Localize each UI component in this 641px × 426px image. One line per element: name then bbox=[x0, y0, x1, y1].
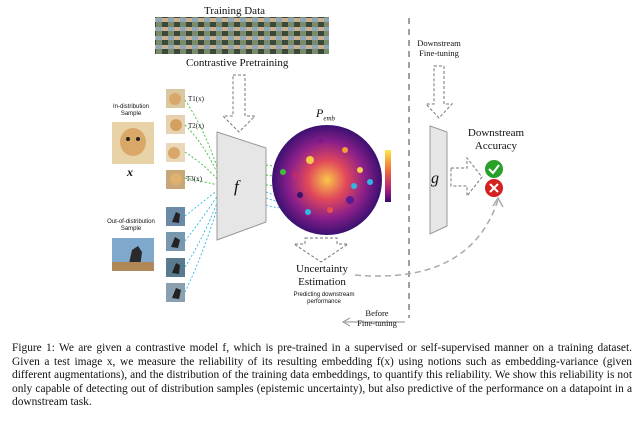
p-emb-sub: emb bbox=[323, 114, 336, 123]
t2-label: T2(x) bbox=[188, 122, 204, 130]
f-model-block bbox=[216, 131, 267, 241]
prediction-curve bbox=[354, 199, 499, 277]
before-finetuning-label: Before Fine-tuning bbox=[352, 308, 402, 328]
f-label: f bbox=[234, 177, 239, 196]
predicting-label: Predicting downstream performance bbox=[290, 292, 358, 306]
uncertainty-arrow bbox=[292, 237, 350, 263]
predicting-line-1: Predicting downstream bbox=[293, 292, 355, 298]
accuracy-arrow bbox=[450, 156, 483, 198]
in-distribution-images bbox=[112, 89, 185, 189]
accuracy-line-2: Accuracy bbox=[474, 140, 518, 152]
figure-graphics bbox=[112, 17, 504, 327]
p-emb-label: Pemb bbox=[316, 106, 335, 122]
prediction-curve-head bbox=[492, 196, 504, 208]
downstream-finetuning-label: Downstream Fine-tuning bbox=[410, 38, 468, 58]
downstream-ft-line-2: Fine-tuning bbox=[419, 48, 459, 58]
cross-icon bbox=[485, 179, 503, 197]
g-model-block bbox=[429, 125, 448, 235]
p-emb-main: P bbox=[316, 106, 324, 120]
training-data-mosaic bbox=[155, 17, 329, 54]
check-icon bbox=[485, 160, 503, 178]
uncertainty-label: Uncertainty Estimation bbox=[292, 263, 352, 289]
predicting-line-2: performance bbox=[307, 299, 341, 305]
in-distribution-line-1: In-distribution bbox=[112, 104, 150, 110]
contrastive-pretraining-label: Contrastive Pretraining bbox=[186, 57, 289, 69]
before-line-1: Before bbox=[365, 308, 389, 318]
before-line-2: Fine-tuning bbox=[357, 318, 397, 328]
accuracy-line-1: Downstream bbox=[467, 127, 525, 139]
in-distribution-label: In-distribution Sample bbox=[106, 104, 156, 118]
pretrain-arrow bbox=[221, 74, 257, 133]
uncertainty-line-1: Uncertainty bbox=[296, 263, 348, 275]
in-distribution-line-2: Sample bbox=[120, 111, 142, 117]
finetune-arrow bbox=[424, 65, 454, 119]
g-label: g bbox=[431, 170, 439, 187]
uncertainty-line-2: Estimation bbox=[298, 276, 346, 288]
t1-label: T1(x) bbox=[188, 95, 204, 103]
figure-caption: Figure 1: We are given a contrastive mod… bbox=[12, 342, 632, 409]
ood-line-1: Out-of-distribution bbox=[107, 219, 155, 225]
downstream-accuracy-label: Downstream Accuracy bbox=[464, 127, 528, 153]
t3-label: T3(x) bbox=[186, 175, 202, 183]
ood-line-2: Sample bbox=[120, 226, 142, 232]
training-data-label: Training Data bbox=[204, 5, 266, 17]
downstream-ft-line-1: Downstream bbox=[417, 38, 461, 48]
colorbar bbox=[385, 150, 391, 202]
before-finetune-head bbox=[341, 317, 351, 327]
x-label: x bbox=[127, 165, 133, 179]
figure: Training Data Contrastive Pretraining In… bbox=[100, 5, 528, 328]
ood-label: Out-of-distribution Sample bbox=[100, 219, 162, 233]
ood-images bbox=[112, 207, 185, 302]
embedding-distribution bbox=[272, 125, 382, 235]
